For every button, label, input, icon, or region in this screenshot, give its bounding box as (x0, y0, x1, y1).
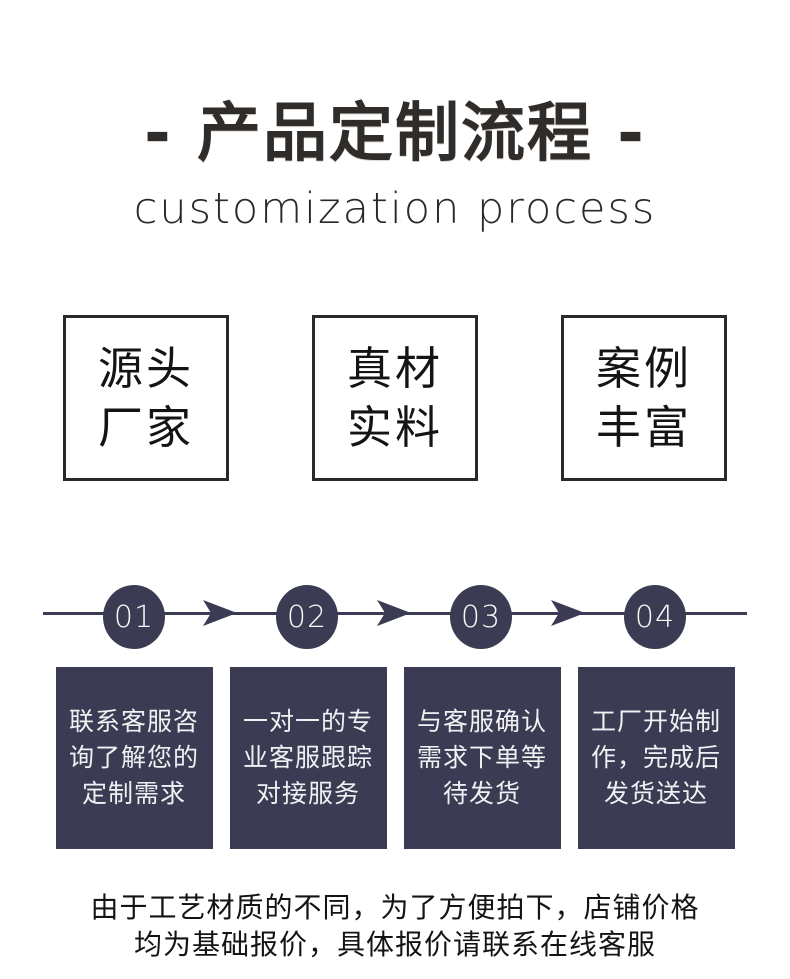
page-title: - 产品定制流程 - (144, 97, 646, 171)
step-box-factory-production: 工厂开始制 作，完成后 发货送达 (577, 667, 735, 849)
step-text-line: 与客服确认 (416, 707, 547, 736)
step-box-one-on-one-service: 一对一的专 业客服跟踪 对接服务 (229, 667, 387, 849)
step-text-line: 一对一的专 (242, 707, 373, 736)
feature-label: 真材 (346, 342, 443, 395)
disclaimer-line: 由于工艺材质的不同，为了方便拍下，店铺价格 (90, 891, 700, 924)
step-text-line: 询了解您的 (68, 743, 199, 772)
step-number-badge-3: 03 (450, 585, 512, 649)
step-text-line: 作，完成后 (590, 743, 721, 772)
price-disclaimer: 由于工艺材质的不同，为了方便拍下，店铺价格 均为基础报价，具体报价请联系在线客服 (0, 889, 790, 963)
step-number: 04 (634, 599, 676, 635)
step-number-badge-4: 04 (624, 585, 686, 649)
feature-label: 案例 (595, 342, 692, 395)
step-text-line: 定制需求 (81, 779, 186, 808)
feature-box-rich-cases: 案例 丰富 (561, 315, 727, 481)
step-number-badge-1: 01 (103, 585, 165, 649)
feature-label: 源头 (97, 342, 194, 395)
feature-boxes: 源头 厂家 真材 实料 案例 丰富 (0, 315, 790, 481)
step-text-line: 对接服务 (255, 779, 360, 808)
step-number: 02 (286, 599, 328, 635)
step-number: 01 (113, 599, 155, 635)
step-text-line: 发货送达 (603, 779, 708, 808)
step-text-line: 联系客服咨 (68, 707, 199, 736)
step-description-boxes: 联系客服咨 询了解您的 定制需求 一对一的专 业客服跟踪 对接服务 与客服确认 … (0, 667, 790, 849)
page-subtitle: customization process (133, 184, 657, 234)
step-text-line: 工厂开始制 (590, 707, 721, 736)
feature-box-source-factory: 源头 厂家 (63, 315, 229, 481)
step-box-contact-service: 联系客服咨 询了解您的 定制需求 (55, 667, 213, 849)
feature-label: 实料 (346, 401, 443, 454)
arrow-right-icon (203, 600, 237, 626)
arrow-right-icon (377, 600, 411, 626)
step-text-line: 待发货 (442, 779, 521, 808)
feature-label: 厂家 (97, 401, 194, 454)
step-text-line: 业客服跟踪 (242, 743, 373, 772)
step-number: 03 (460, 599, 502, 635)
feature-label: 丰富 (595, 401, 692, 454)
arrow-right-icon (551, 600, 585, 626)
disclaimer-line: 均为基础报价，具体报价请联系在线客服 (133, 928, 656, 961)
feature-box-real-materials: 真材 实料 (312, 315, 478, 481)
step-box-confirm-order: 与客服确认 需求下单等 待发货 (403, 667, 561, 849)
step-number-badge-2: 02 (276, 585, 338, 649)
step-text-line: 需求下单等 (416, 743, 547, 772)
